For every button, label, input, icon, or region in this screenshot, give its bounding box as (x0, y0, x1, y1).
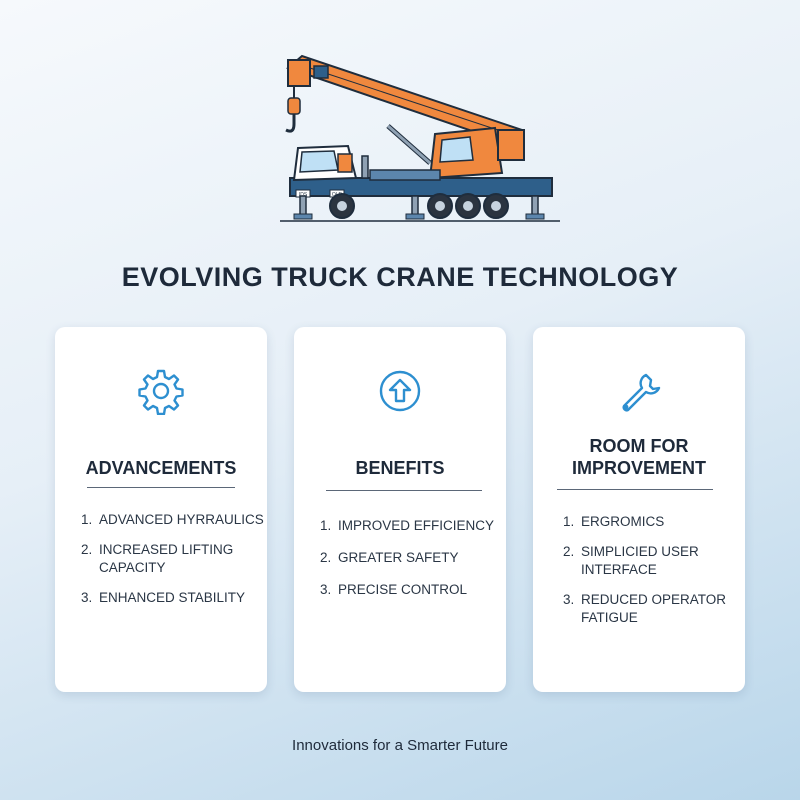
list-item: 3.ENHANCED STABILITY (81, 590, 246, 605)
truck-crane-illustration: IDS OLD (280, 54, 560, 222)
front-plate: IDS (299, 192, 308, 198)
card-advancements: ADVANCEMENTS 1.ADVANCED HYRRAULICS 2.INC… (55, 327, 267, 692)
list-item: 2.GREATER SAFETY (320, 550, 459, 565)
list-item: 1.IMPROVED EFFICIENCY (320, 518, 495, 533)
list-item: 3.REDUCED OPERATOR FATIGUE (563, 592, 727, 625)
list-item: 3.PRECISE CONTROL (320, 582, 468, 597)
card-list: 1.IMPROVED EFFICIENCY 2.GREATER SAFETY 3… (294, 517, 506, 611)
gear-icon (138, 369, 184, 415)
divider (557, 489, 713, 490)
card-heading: ADVANCEMENTS (85, 458, 237, 478)
list-item: 2.INCREASED LIFTING CAPACITY (81, 542, 234, 575)
divider (87, 487, 235, 488)
page-title: EVOLVING TRUCK CRANE TECHNOLOGY (121, 262, 679, 292)
card-benefits: BENEFITS 1.IMPROVED EFFICIENCY 2.GREATER… (294, 327, 506, 692)
list-item: 1.ERGROMICS (563, 514, 665, 529)
divider (326, 490, 482, 491)
arrow-up-circle-icon (379, 370, 421, 412)
card-heading: BENEFITS (355, 458, 445, 478)
card-heading: ROOM FOR IMPROVEMENT (571, 436, 706, 478)
wrench-icon (622, 373, 661, 412)
card-list: 1.ADVANCED HYRRAULICS 2.INCREASED LIFTIN… (55, 511, 267, 619)
card-list: 1.ERGROMICS 2.SIMPLICIED USER INTERFACE … (533, 513, 745, 639)
list-item: 2.SIMPLICIED USER INTERFACE (563, 544, 699, 577)
card-room-for-improvement: ROOM FOR IMPROVEMENT 1.ERGROMICS 2.SIMPL… (533, 327, 745, 692)
footer-tagline: Innovations for a Smarter Future (292, 737, 508, 754)
list-item: 1.ADVANCED HYRRAULICS (81, 512, 264, 527)
